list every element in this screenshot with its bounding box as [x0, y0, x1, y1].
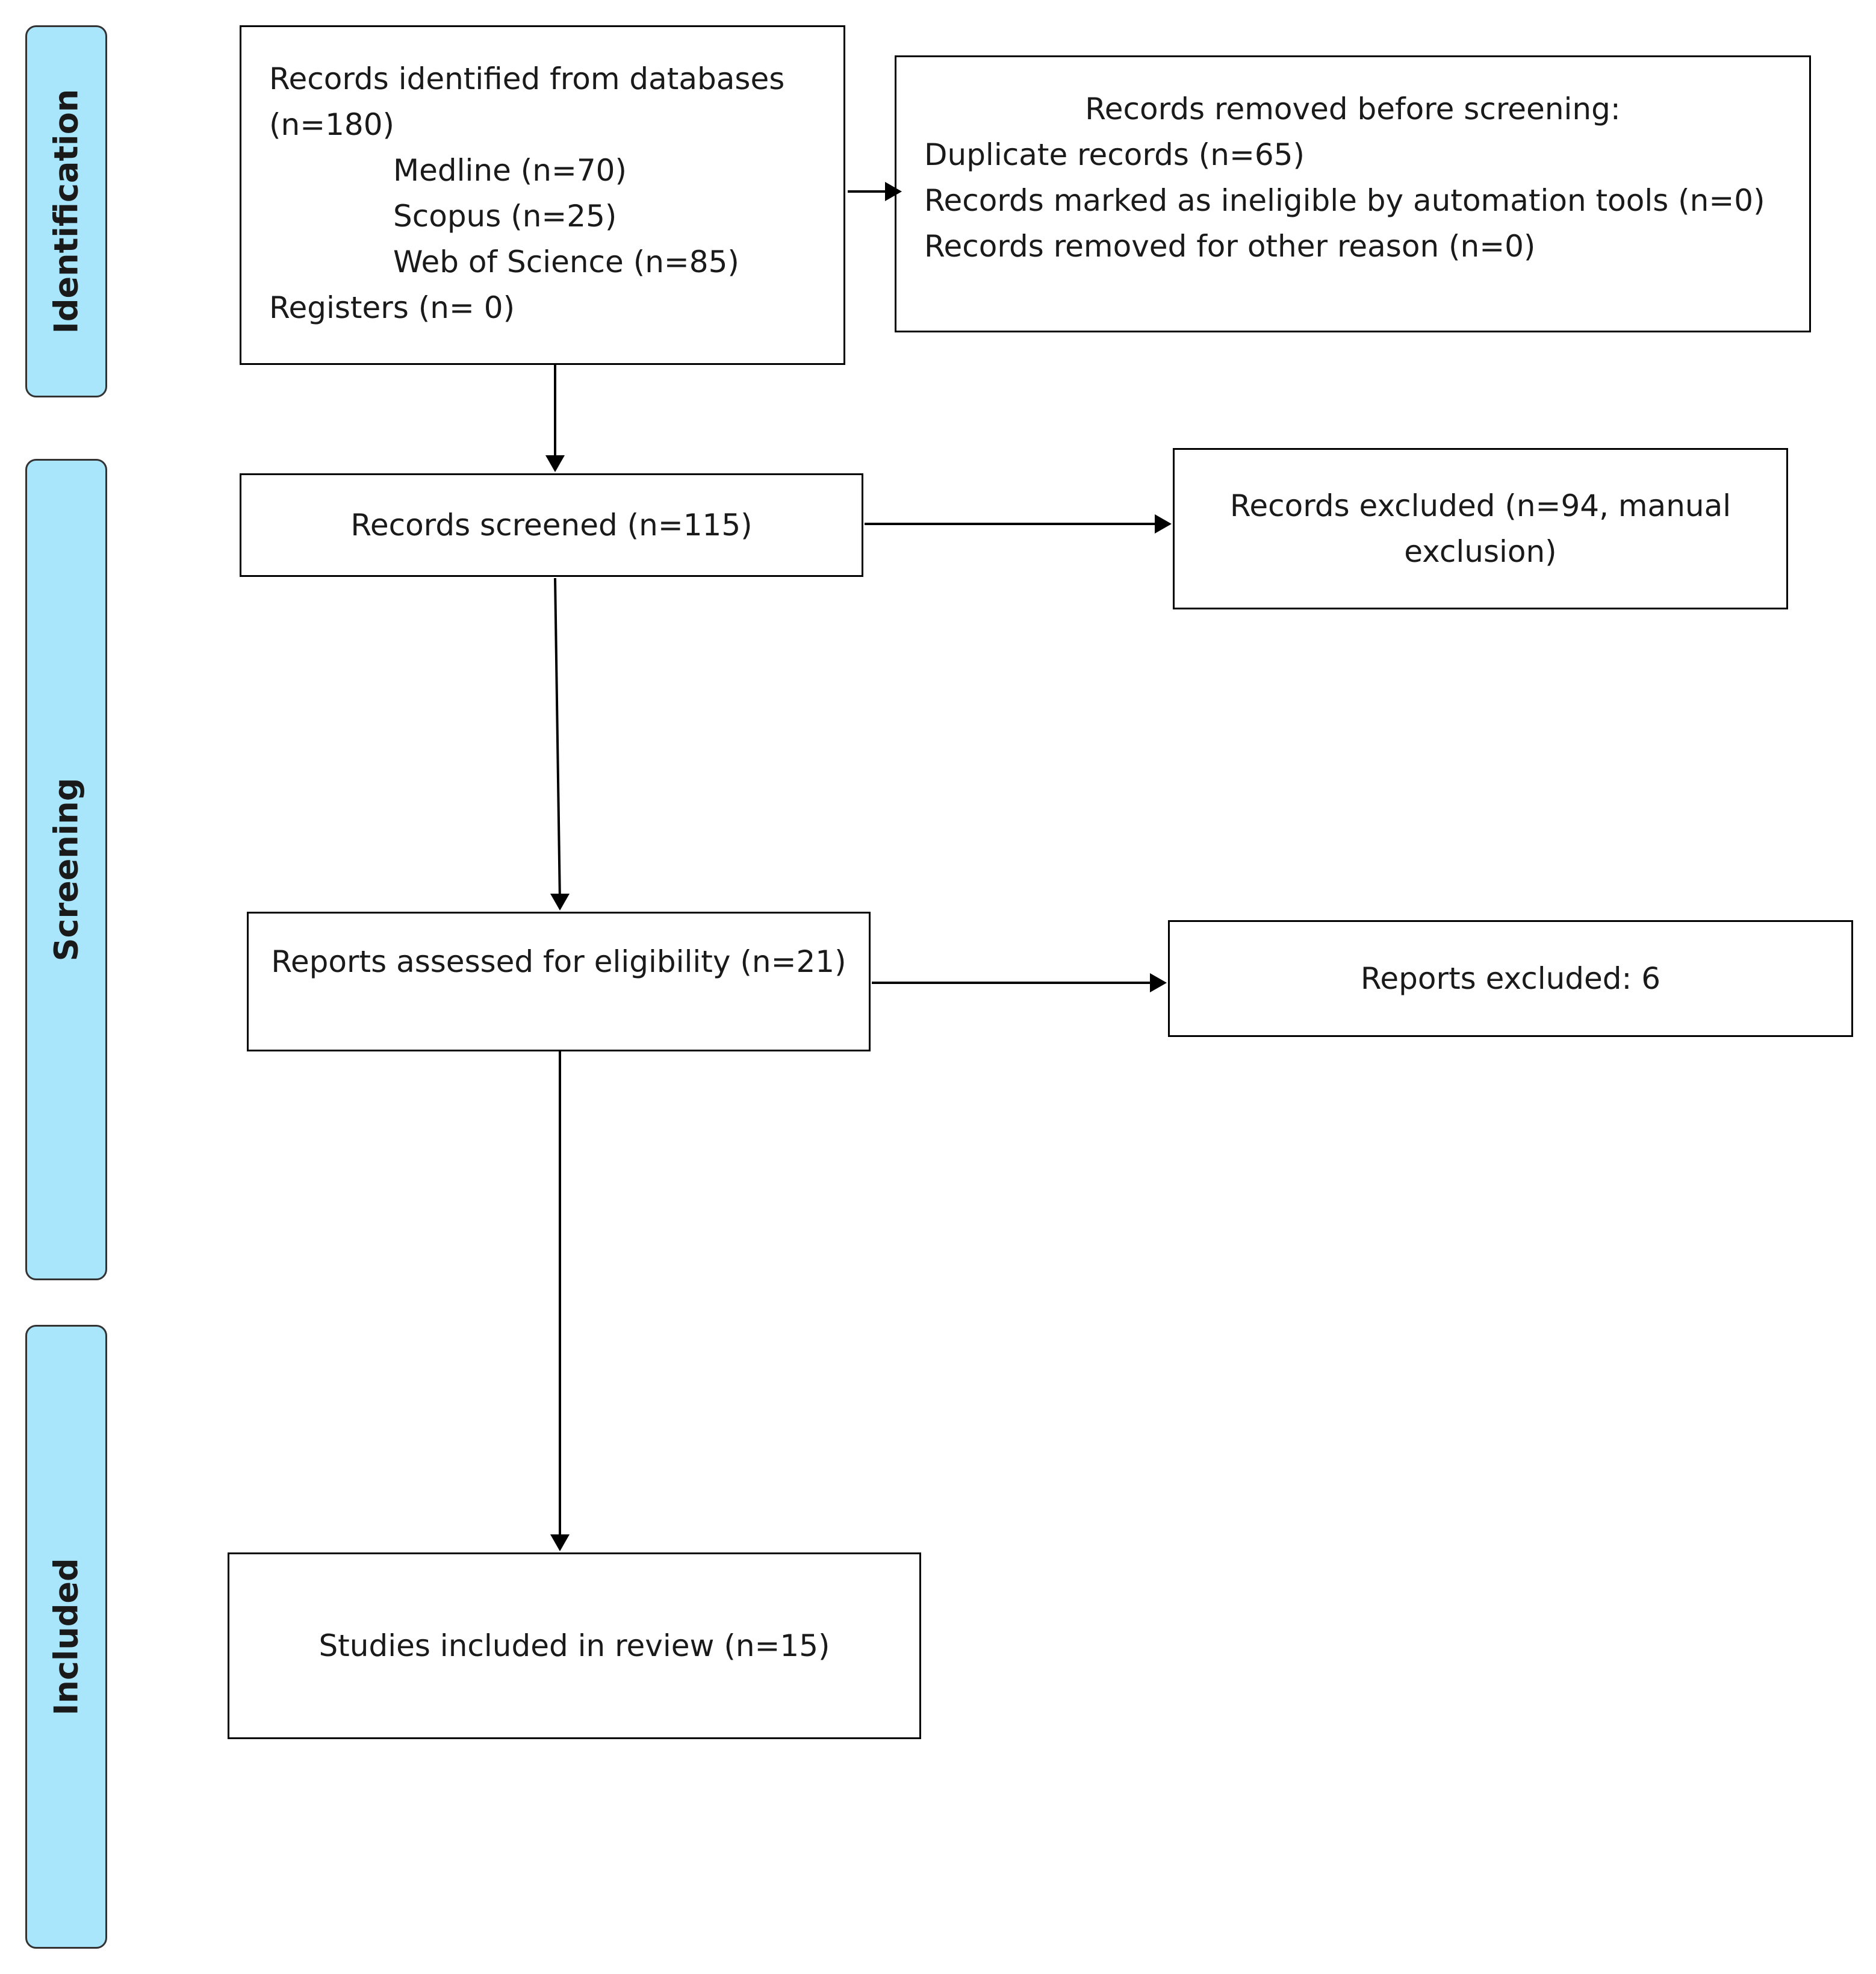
records-identified-box: Records identified from databases (n=180… [240, 25, 845, 365]
arrowhead-removed [885, 182, 902, 201]
identified-line2: (n=180) [269, 107, 395, 142]
records-excluded-box: Records excluded (n=94, manual exclusion… [1173, 448, 1788, 609]
arrow-screened-to-assessed [554, 578, 561, 903]
identified-scopus: Scopus (n=25) [393, 199, 617, 234]
assessed-text: Reports assessed for eligibility (n=21) [271, 944, 846, 979]
excluded-line1: Records excluded (n=94, manual [1229, 488, 1732, 523]
phase-screening: Screening [25, 459, 107, 1280]
arrowhead-reports-excluded [1150, 973, 1167, 992]
removed-automation: Records marked as ineligible by automati… [924, 183, 1765, 218]
records-screened-box: Records screened (n=115) [240, 473, 863, 577]
arrowhead-included [550, 1534, 570, 1551]
records-removed-box: Records removed before screening: Duplic… [895, 55, 1811, 332]
screened-text: Records screened (n=115) [350, 508, 753, 543]
excluded-line2: exclusion) [1404, 534, 1557, 569]
identified-wos: Web of Science (n=85) [393, 244, 739, 279]
included-text: Studies included in review (n=15) [318, 1628, 830, 1663]
identified-registers: Registers (n= 0) [269, 290, 515, 325]
arrowhead-screened [545, 455, 565, 472]
reports-excluded-box: Reports excluded: 6 [1168, 920, 1853, 1037]
identified-medline: Medline (n=70) [393, 153, 627, 188]
phase-identification: Identification [25, 25, 107, 397]
arrowhead-excluded [1155, 514, 1172, 534]
reports-assessed-box: Reports assessed for eligibility (n=21) [247, 912, 871, 1051]
studies-included-box: Studies included in review (n=15) [228, 1552, 921, 1739]
removed-other: Records removed for other reason (n=0) [924, 229, 1536, 264]
removed-heading: Records removed before screening: [1085, 92, 1621, 126]
reports-excluded-text: Reports excluded: 6 [1360, 961, 1661, 996]
identified-line1: Records identified from databases [269, 61, 785, 96]
phase-included: Included [25, 1325, 107, 1949]
arrowhead-assessed [550, 894, 570, 911]
removed-duplicates: Duplicate records (n=65) [924, 137, 1305, 172]
